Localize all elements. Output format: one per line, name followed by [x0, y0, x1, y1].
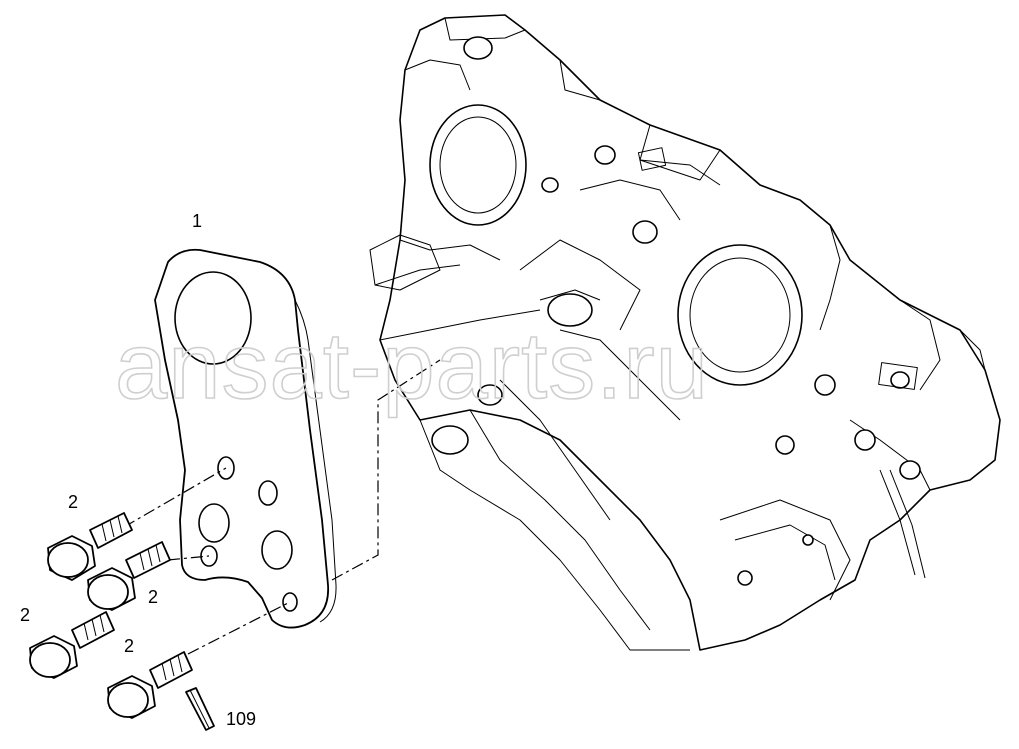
callout-1: 1	[192, 211, 202, 231]
bolt-a	[47, 512, 133, 581]
bolt-b	[87, 541, 171, 611]
assembly-lines	[123, 359, 441, 655]
watermark-text: ansat-parts.ru	[115, 313, 709, 418]
part-109-sealant-tube	[185, 687, 215, 731]
callout-2-mid: 2	[148, 587, 158, 607]
bolt-d	[107, 651, 193, 719]
callout-2-top: 2	[68, 492, 78, 512]
gear-housing	[369, 14, 1001, 651]
callout-2-bottom: 2	[124, 636, 134, 656]
callout-2-left: 2	[20, 605, 30, 625]
callout-109: 109	[226, 709, 256, 729]
part-2-bolts	[29, 512, 193, 719]
bolt-c	[29, 611, 115, 679]
part-1-bracket-plate	[154, 248, 337, 629]
